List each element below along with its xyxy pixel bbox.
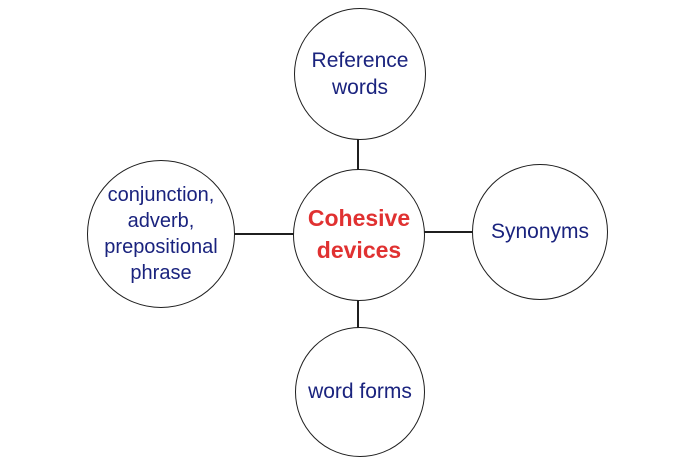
connector-center-to-right (359, 231, 540, 233)
node-word-forms: word forms (295, 327, 425, 457)
node-cohesive-devices-center: Cohesive devices (293, 169, 425, 301)
node-reference-words: Reference words (294, 8, 426, 140)
node-conjunction-adverb-prepositional-phrase: conjunction, adverb, prepositional phras… (87, 160, 235, 308)
center-node-label: Cohesive devices (307, 205, 411, 263)
node-word-forms-label: word forms (308, 380, 412, 404)
connector-center-to-left (161, 233, 359, 235)
connector-center-to-bottom (357, 235, 359, 392)
node-synonyms-label: Synonyms (490, 220, 590, 244)
connector-center-to-top (357, 74, 359, 235)
node-synonyms: Synonyms (472, 164, 608, 300)
node-conjunction-label: conjunction, adverb, prepositional phras… (104, 184, 218, 284)
node-reference-words-label: Reference words (311, 48, 409, 99)
